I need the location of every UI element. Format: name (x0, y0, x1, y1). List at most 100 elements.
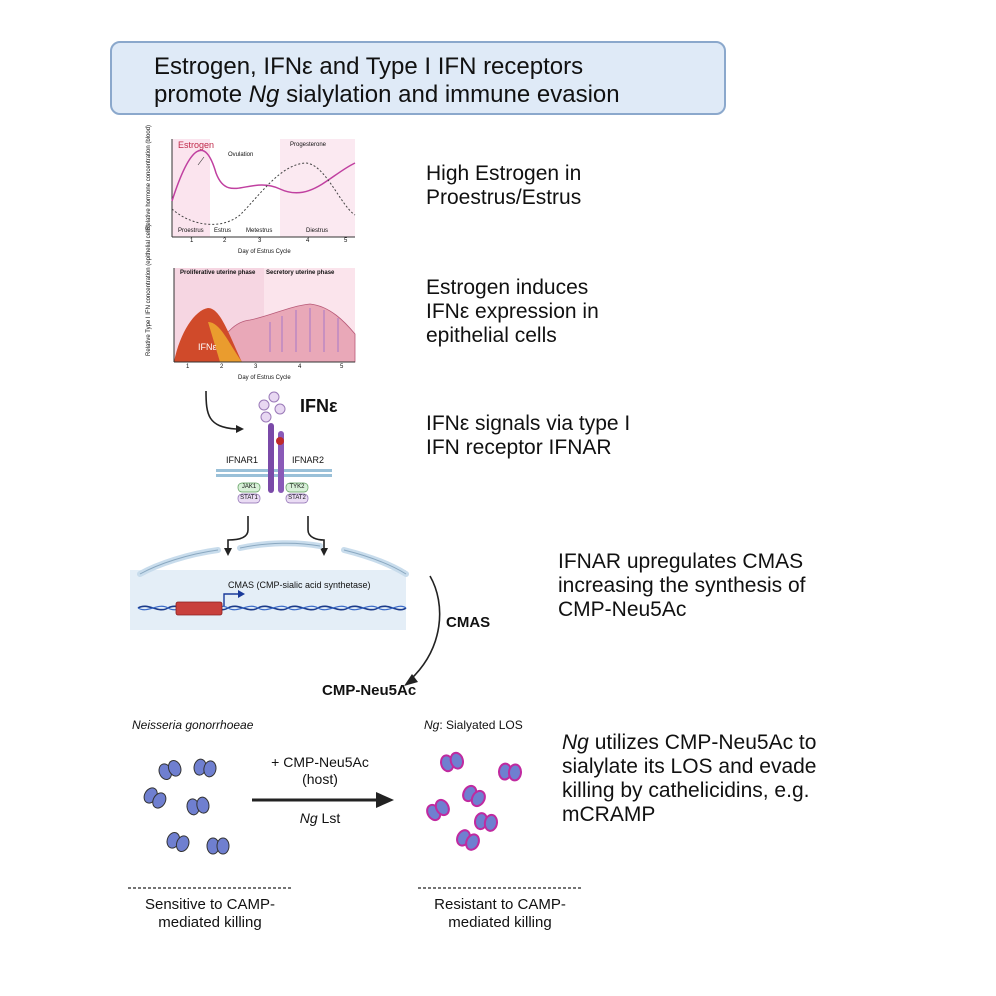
stat-arrow-right (307, 516, 325, 548)
arrow-top-line-1: + CMP-Neu5Ac (271, 754, 369, 770)
ifne-molecule-4 (260, 411, 272, 423)
step-4-line-2: increasing the synthesis of (558, 574, 806, 597)
stat-arrow-right-head (320, 548, 328, 556)
cmas-gene-label: CMAS (CMP-sialic acid synthetase) (228, 580, 371, 590)
nucleus-body (130, 570, 406, 630)
ifne-molecule-3 (274, 403, 286, 415)
arrow-bottom-label: Ng Lst (250, 810, 390, 826)
diplococcus (143, 787, 167, 809)
hormone-xlabel: Day of Estrus Cycle (238, 249, 291, 255)
estrogen-curve (171, 149, 356, 202)
hormone-tick-5: 5 (344, 238, 348, 244)
ifn-tick-4: 4 (298, 364, 302, 370)
phase-diestrus: Diestrus (306, 228, 329, 234)
title-line-2: promote Ng sialylation and immune evasio… (154, 81, 620, 109)
hormone-tick-3: 3 (258, 238, 262, 244)
sialylated-diplococcus (426, 798, 450, 822)
sialylated-diplococcus (462, 784, 486, 808)
step-2-line-1: Estrogen induces (426, 276, 589, 299)
ifn-peak-label: IFNε (198, 342, 217, 352)
hormone-chart (171, 139, 356, 238)
conversion-arrow-head (376, 792, 394, 808)
stat1-box (237, 493, 261, 504)
curved-arrow-head (236, 425, 244, 433)
envelope-edge-right (343, 549, 407, 575)
stat2-box (285, 493, 309, 504)
step-3-line-1: IFNε signals via type I (426, 412, 631, 435)
tyk2-label: TYK2 (289, 484, 305, 490)
stat2-label: STAT2 (288, 495, 306, 501)
step-1-text: High Estrogen in Proestrus/Estrus (426, 162, 581, 210)
step-4-line-3: CMP-Neu5Ac (558, 598, 687, 621)
sialylated-diplococcus (474, 812, 498, 832)
diplococcus (166, 831, 190, 853)
cmas-gene (175, 601, 223, 616)
title-line-2-italic: Ng (248, 81, 280, 108)
left-caption-line-2: mediated killing (158, 914, 262, 931)
title-line-2-post: sialylation and immune evasion (279, 81, 620, 108)
proestrus-shade (172, 139, 210, 237)
progesterone-label: Progesterone (290, 142, 327, 148)
ovulation-label: Ovulation (228, 152, 254, 158)
step-4-line-1: IFNAR upregulates CMAS (558, 550, 804, 573)
ifn-tick-5: 5 (340, 364, 344, 370)
ifn-tick-2: 2 (220, 364, 224, 370)
ifn-chart (173, 268, 356, 363)
envelope-edge-left (139, 549, 219, 575)
arrow-top-line-2: (host) (302, 771, 338, 787)
ifne-label: IFNε (300, 396, 338, 416)
right-caption-line-1: Resistant to CAMP- (434, 896, 566, 913)
step-5-line-1: Ng utilizes CMP-Neu5Ac to (562, 731, 816, 755)
curved-arrow-to-receptor (205, 390, 237, 430)
ifn-tick-3: 3 (254, 364, 258, 370)
diplococcus (158, 759, 182, 781)
hormone-tick-1: 1 (190, 238, 194, 244)
arrow-bottom-italic: Ng (299, 810, 318, 826)
secretory-label: Secretory uterine phase (266, 270, 335, 276)
step-5-line-1-rest: utilizes CMP-Neu5Ac to (588, 731, 817, 754)
step-5-line-3: killing by cathelicidins, e.g. (562, 779, 810, 802)
step-3-text: IFNε signals via type I IFN receptor IFN… (426, 412, 630, 460)
ifne-bound-ligand (276, 437, 284, 445)
diplococcus (186, 796, 210, 816)
ifnar1-label: IFNAR1 (226, 455, 259, 465)
sialylated-diplococcus (440, 751, 464, 773)
phase-proestrus: Proestrus (178, 228, 204, 234)
step-5-italic: Ng (562, 731, 589, 754)
step-5-text: Ng utilizes CMP-Neu5Ac to sialylate its … (562, 731, 816, 827)
sialylated-diplococcus (498, 762, 522, 782)
left-caption-line-1: Sensitive to CAMP- (144, 896, 276, 913)
title-line-1: Estrogen, IFNε and Type I IFN receptors (154, 53, 584, 80)
step-5-line-2: sialylate its LOS and evade (562, 755, 817, 778)
tyk2-box (285, 482, 309, 493)
ifne-molecule-2 (268, 391, 280, 403)
sialylated-bacteria (426, 751, 522, 851)
arrow-top-label: + CMP-Neu5Ac (host) (250, 754, 390, 788)
cmas-arrow (409, 575, 441, 681)
ng-right-title-rest: : Sialyated LOS (439, 718, 523, 732)
ifn-xlabel: Day of Estrus Cycle (238, 375, 291, 381)
ifnar1-chain (268, 423, 274, 493)
step-5-line-4: mCRAMP (562, 803, 656, 826)
jak1-box (237, 482, 261, 493)
estrogen-label: Estrogen (178, 140, 215, 150)
ng-left-title: Neisseria gonorrhoeae (132, 718, 254, 732)
stat-arrow-left-head (224, 548, 232, 556)
step-2-line-2: IFNε expression in (426, 300, 599, 323)
ifnar2-label: IFNAR2 (292, 455, 325, 465)
diplococcus (193, 758, 217, 778)
diestrus-shade (280, 139, 355, 237)
transcription-arrow-head (238, 590, 245, 598)
ifnar2-chain (278, 431, 284, 493)
right-caption-line-2: mediated killing (448, 914, 552, 931)
proliferative-label: Proliferative uterine phase (180, 270, 256, 276)
sensitive-bacteria (143, 758, 230, 855)
step-1-line-2: Proestrus/Estrus (426, 186, 582, 209)
left-caption: Sensitive to CAMP- mediated killing (120, 896, 300, 932)
nucleus-diagram (130, 516, 441, 686)
step-4-text: IFNAR upregulates CMAS increasing the sy… (558, 550, 805, 622)
transcription-arrow (223, 593, 238, 606)
ng-right-title-italic: Ng (424, 718, 440, 732)
step-2-text: Estrogen induces IFNε expression in epit… (426, 276, 599, 348)
cmas-enzyme-label: CMAS (446, 614, 491, 631)
